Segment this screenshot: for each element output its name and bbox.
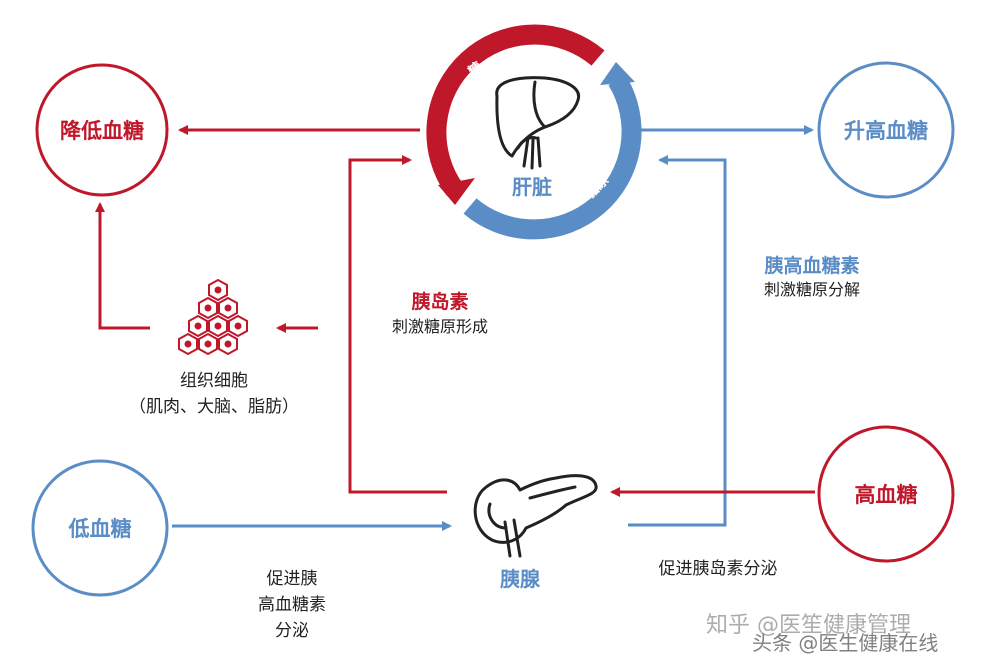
- node-lower-glucose: 降低血糖: [35, 63, 169, 197]
- connectors: [95, 125, 815, 531]
- liver-ring-blue-arrowhead: [600, 62, 635, 85]
- pancreas-icon: [473, 474, 598, 558]
- liver-ring-blue-arc: [463, 74, 642, 240]
- node-raise-glucose-label: 升高血糖: [844, 119, 928, 143]
- liver-ring-red-arrowhead: [438, 178, 475, 205]
- cell-cluster-icon: [178, 278, 248, 356]
- tissue-title: 组织细胞: [180, 371, 248, 391]
- liver-label: 肝脏: [512, 175, 552, 199]
- node-low-blood-sugar: 低血糖: [31, 459, 169, 597]
- pancreas-label: 胰腺: [500, 567, 541, 591]
- arrow-tissue-to-lower-glucose: [95, 202, 150, 330]
- arrow-insulin-to-liver: [348, 155, 447, 494]
- promote-glucagon-line-1: 促进胰: [267, 569, 318, 589]
- node-high-blood-sugar-label: 高血糖: [855, 483, 918, 507]
- insulin-desc: 刺激糖原形成: [392, 317, 488, 336]
- arrow-glucagon-to-liver: [628, 155, 727, 527]
- liver-ring-red-arc: [426, 24, 605, 196]
- promote-glucagon-line-2: 高血糖素: [258, 595, 326, 615]
- insulin-title: 胰岛素: [410, 290, 468, 313]
- watermark-toutiao: 头条 @医生健康在线: [752, 631, 938, 655]
- promote-insulin-label: 促进胰岛素分泌: [659, 559, 778, 579]
- node-raise-glucose: 升高血糖: [817, 61, 955, 199]
- tissue-detail: （肌肉、大脑、脂肪）: [129, 397, 299, 417]
- glucagon-desc: 刺激糖原分解: [764, 280, 860, 299]
- promote-glucagon-line-3: 分泌: [275, 621, 309, 641]
- node-lower-glucose-label: 降低血糖: [60, 119, 144, 143]
- liver-node: 糖 糖原 肝脏: [420, 20, 642, 240]
- watermark-zhihu: 知乎 @医笙健康管理: [706, 613, 911, 638]
- glucagon-title: 胰高血糖素: [763, 254, 859, 277]
- node-low-blood-sugar-label: 低血糖: [68, 517, 132, 541]
- node-high-blood-sugar: 高血糖: [817, 425, 955, 563]
- liver-icon: [495, 76, 581, 170]
